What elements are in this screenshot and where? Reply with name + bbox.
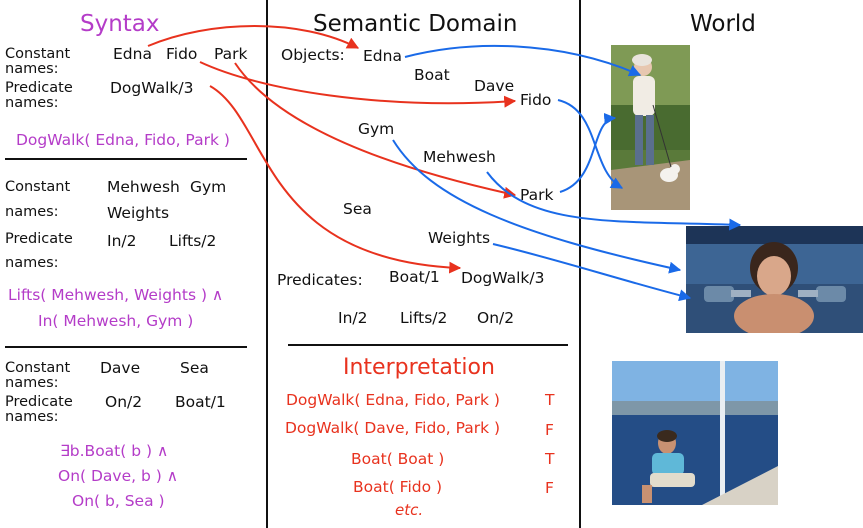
predicate-names-label-2b: names: bbox=[5, 255, 59, 271]
photo-woman-lifting-weights bbox=[686, 226, 863, 333]
constant-mehwesh: Mehwesh bbox=[107, 178, 180, 196]
interp-value-1: T bbox=[545, 391, 555, 409]
predicate-on: On/2 bbox=[105, 393, 143, 411]
domain-pred-dogwalk: DogWalk/3 bbox=[461, 269, 545, 287]
constant-names-label-2a: Constant bbox=[5, 179, 71, 195]
semantic-domain-header: Semantic Domain bbox=[313, 11, 518, 37]
arrow-weights-to-photo bbox=[492, 243, 692, 302]
interp-formula-1: DogWalk( Edna, Fido, Park ) bbox=[286, 391, 500, 409]
domain-pred-in: In/2 bbox=[338, 309, 368, 327]
predicate-names-label-3: Predicate names: bbox=[5, 394, 73, 425]
domain-pred-lifts: Lifts/2 bbox=[400, 309, 448, 327]
object-weights: Weights bbox=[428, 229, 491, 247]
interp-formula-2: DogWalk( Dave, Fido, Park ) bbox=[285, 419, 501, 437]
sentence-on-dave: On( Dave, b ) ∧ bbox=[58, 467, 179, 485]
object-gym: Gym bbox=[358, 120, 395, 138]
photo-woman-walking-dog bbox=[611, 45, 690, 210]
syntax-divider-2 bbox=[5, 346, 247, 348]
interpretation-divider bbox=[288, 344, 568, 346]
arrow-park-to-photo bbox=[559, 112, 617, 193]
object-fido: Fido bbox=[520, 91, 552, 109]
arrow-edna-to-photo bbox=[404, 44, 642, 77]
interp-value-3: T bbox=[545, 450, 555, 468]
photo-man-on-sailboat bbox=[612, 361, 778, 505]
arrow-park-to-park bbox=[234, 62, 517, 199]
sentence-dogwalk: DogWalk( Edna, Fido, Park ) bbox=[16, 131, 230, 149]
object-dave: Dave bbox=[474, 77, 515, 95]
divider-right bbox=[579, 0, 581, 528]
interp-value-2: F bbox=[545, 421, 554, 439]
object-mehwesh: Mehwesh bbox=[423, 148, 496, 166]
object-sea: Sea bbox=[343, 200, 372, 218]
interp-formula-3: Boat( Boat ) bbox=[351, 450, 445, 468]
constant-gym: Gym bbox=[190, 178, 227, 196]
object-boat: Boat bbox=[414, 66, 450, 84]
syntax-divider-1 bbox=[5, 158, 247, 160]
world-header: World bbox=[690, 11, 756, 37]
constant-edna: Edna bbox=[113, 45, 152, 63]
arrow-mehwesh-to-photo bbox=[486, 171, 742, 231]
sentence-exists-boat: ∃b.Boat( b ) ∧ bbox=[60, 442, 169, 460]
constant-dave: Dave bbox=[100, 359, 141, 377]
divider-left bbox=[266, 0, 268, 528]
arrow-gym-to-photo bbox=[392, 139, 682, 274]
predicates-label: Predicates: bbox=[277, 271, 363, 289]
predicate-names-label-2a: Predicate bbox=[5, 231, 73, 247]
domain-pred-boat: Boat/1 bbox=[389, 268, 440, 286]
constant-names-label-3: Constant names: bbox=[5, 360, 71, 391]
predicate-boat: Boat/1 bbox=[175, 393, 226, 411]
interp-value-4: F bbox=[545, 479, 554, 497]
domain-pred-on: On/2 bbox=[477, 309, 515, 327]
predicate-lifts: Lifts/2 bbox=[169, 232, 217, 250]
constant-names-label-1: Constant names: bbox=[5, 46, 71, 77]
interpretation-title: Interpretation bbox=[343, 355, 495, 380]
object-edna: Edna bbox=[363, 47, 402, 65]
interp-etc: etc. bbox=[395, 501, 424, 519]
arrow-dogwalk-to-dogwalk bbox=[209, 85, 462, 274]
sentence-on-sea: On( b, Sea ) bbox=[72, 492, 165, 510]
constant-names-label-2b: names: bbox=[5, 204, 59, 220]
arrow-fido-to-fido bbox=[199, 61, 517, 108]
arrow-edna-to-edna bbox=[147, 25, 360, 49]
interp-formula-4: Boat( Fido ) bbox=[353, 478, 443, 496]
predicate-names-label-1: Predicate names: bbox=[5, 80, 73, 111]
constant-park: Park bbox=[214, 45, 248, 63]
constant-sea: Sea bbox=[180, 359, 209, 377]
sentence-lifts: Lifts( Mehwesh, Weights ) ∧ bbox=[8, 286, 224, 304]
sentence-in: In( Mehwesh, Gym ) bbox=[38, 312, 194, 330]
arrow-fido-to-photo bbox=[557, 99, 624, 189]
predicate-in: In/2 bbox=[107, 232, 137, 250]
constant-weights: Weights bbox=[107, 204, 170, 222]
constant-fido: Fido bbox=[166, 45, 198, 63]
object-park: Park bbox=[520, 186, 554, 204]
syntax-header: Syntax bbox=[80, 11, 160, 37]
predicate-dogwalk: DogWalk/3 bbox=[110, 79, 194, 97]
objects-label: Objects: bbox=[281, 46, 345, 64]
